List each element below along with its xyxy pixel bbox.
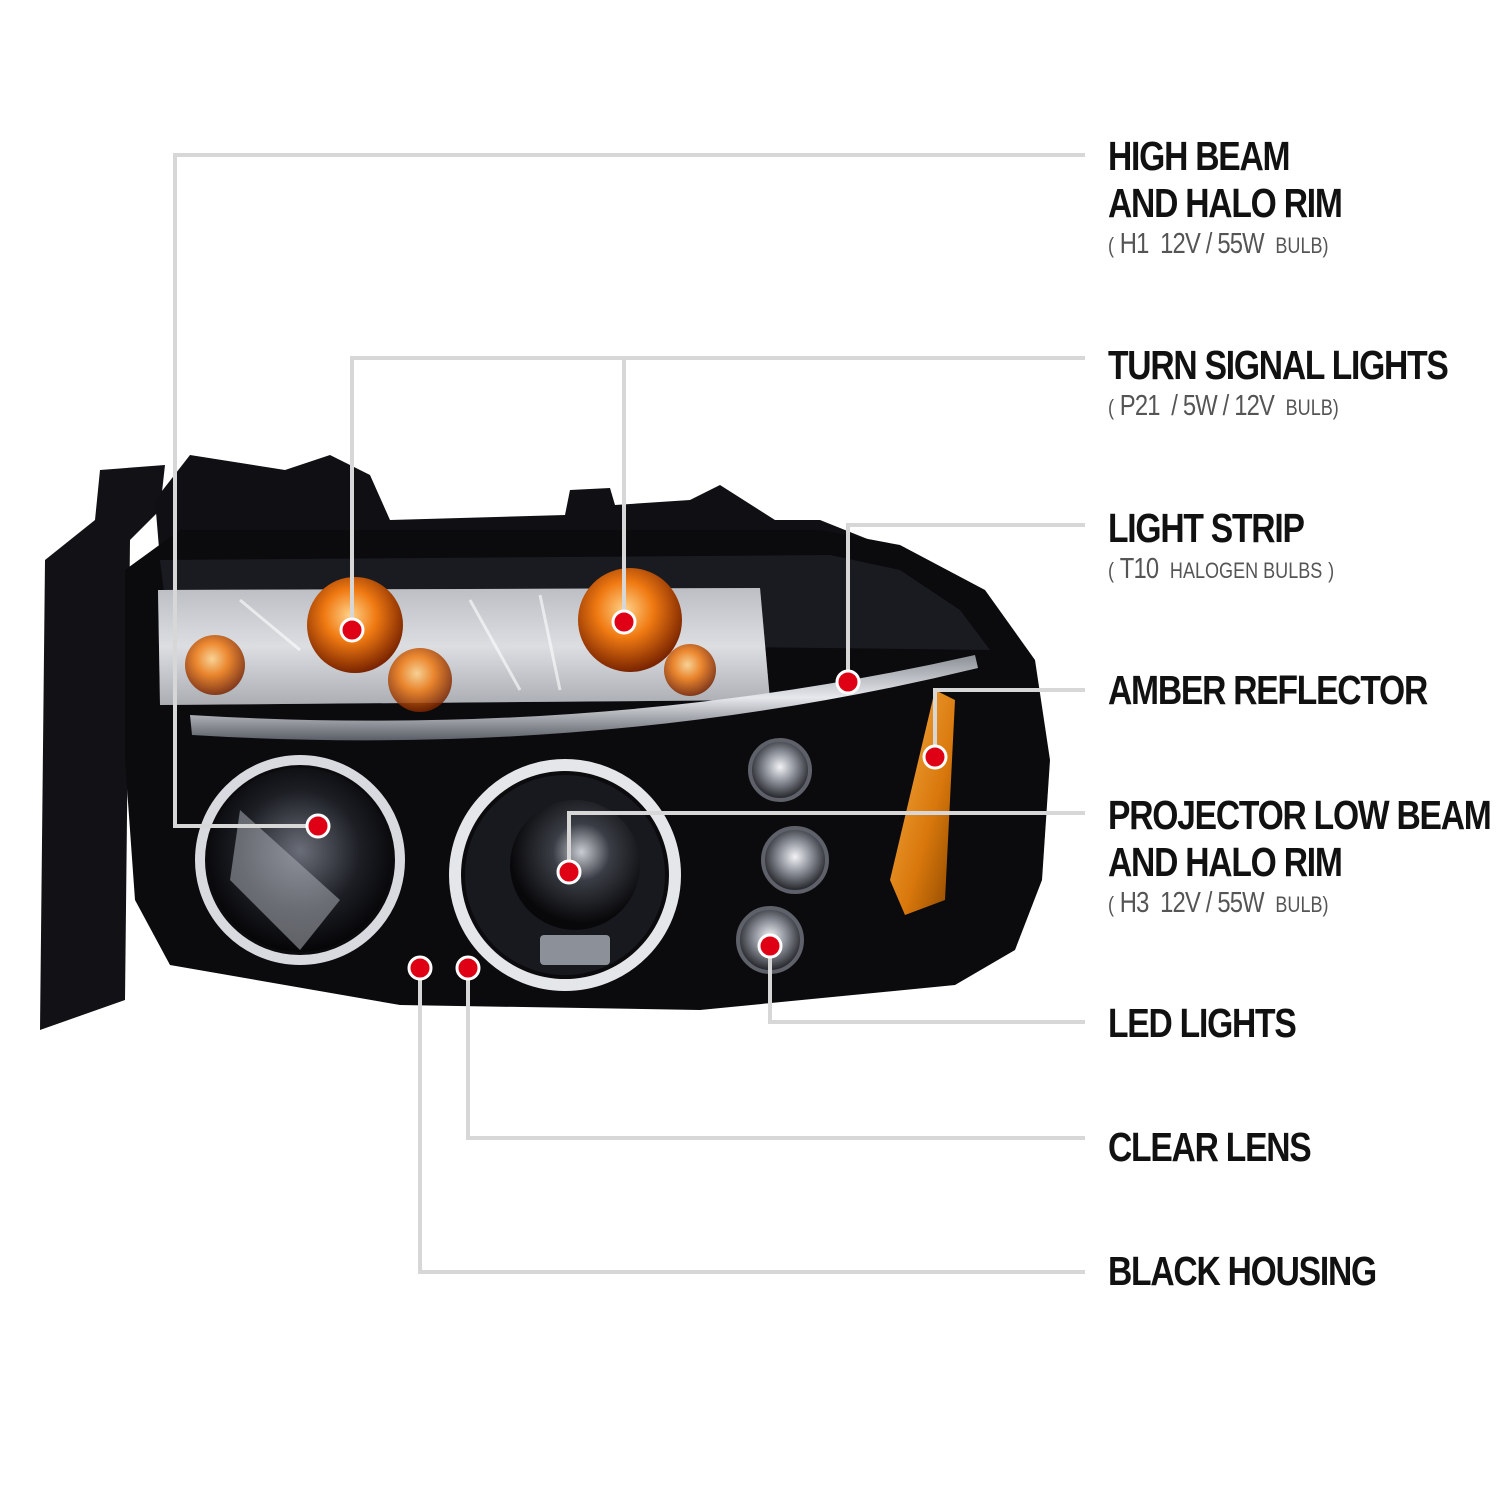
high-beam-halo <box>195 755 405 965</box>
callout-title: PROJECTOR LOW BEAM <box>1108 792 1492 838</box>
led-pod-middle <box>761 826 829 894</box>
leader-light-strip <box>846 523 1085 682</box>
leader-clear-lens <box>466 968 1085 1140</box>
callout-led-lights: LED LIGHTS <box>1108 1000 1337 1047</box>
light-strip <box>190 655 978 741</box>
callout-spec: ( H3 12V / 55W BULB) <box>1108 887 1329 919</box>
led-pod-top <box>748 738 812 802</box>
markers <box>305 609 948 981</box>
leader-led-lights <box>768 946 1085 1024</box>
callout-title: AND HALO RIM <box>1108 839 1343 885</box>
marker-black-housing <box>407 955 433 981</box>
callout-spec: ( T10 HALOGEN BULBS ) <box>1108 553 1335 585</box>
callout-high-beam: HIGH BEAM AND HALO RIM ( H1 12V / 55W BU… <box>1108 133 1393 263</box>
callout-turn-signal: TURN SIGNAL LIGHTS ( P21 / 5W / 12V BULB… <box>1108 342 1500 425</box>
leader-amber-reflector <box>933 688 1085 757</box>
callout-projector-low-beam: PROJECTOR LOW BEAM AND HALO RIM ( H3 12V… <box>1108 792 1500 922</box>
projector-halo <box>449 759 681 991</box>
callout-title: TURN SIGNAL LIGHTS <box>1108 342 1449 388</box>
callout-title: BLACK HOUSING <box>1108 1248 1377 1294</box>
callout-title: CLEAR LENS <box>1108 1124 1312 1170</box>
marker-led-lights <box>757 933 783 959</box>
marker-turn-signal-left <box>339 617 365 643</box>
callout-light-strip: LIGHT STRIP ( T10 HALOGEN BULBS ) <box>1108 505 1384 588</box>
callout-title: LED LIGHTS <box>1108 1000 1297 1046</box>
callout-title: AMBER REFLECTOR <box>1108 667 1428 713</box>
callout-black-housing: BLACK HOUSING <box>1108 1248 1435 1295</box>
callout-spec: ( H1 12V / 55W BULB) <box>1108 228 1329 260</box>
marker-turn-signal-right <box>611 609 637 635</box>
callout-title: AND HALO RIM <box>1108 180 1343 226</box>
marker-clear-lens <box>455 955 481 981</box>
marker-light-strip <box>835 669 861 695</box>
leader-lines <box>173 153 1085 1274</box>
marker-projector <box>556 859 582 885</box>
leader-black-housing <box>418 968 1085 1274</box>
mounting-bracket <box>40 465 165 1030</box>
callout-title: HIGH BEAM <box>1108 133 1291 179</box>
callout-spec: ( P21 / 5W / 12V BULB) <box>1108 390 1339 422</box>
callout-clear-lens: CLEAR LENS <box>1108 1124 1355 1171</box>
callout-title: LIGHT STRIP <box>1108 505 1305 551</box>
leader-projector <box>567 811 1085 872</box>
leader-high-beam <box>173 153 1085 828</box>
callout-amber-reflector: AMBER REFLECTOR <box>1108 667 1497 714</box>
leader-turn-signal-left <box>350 356 1085 630</box>
marker-high-beam <box>305 813 331 839</box>
marker-amber-reflector <box>922 744 948 770</box>
